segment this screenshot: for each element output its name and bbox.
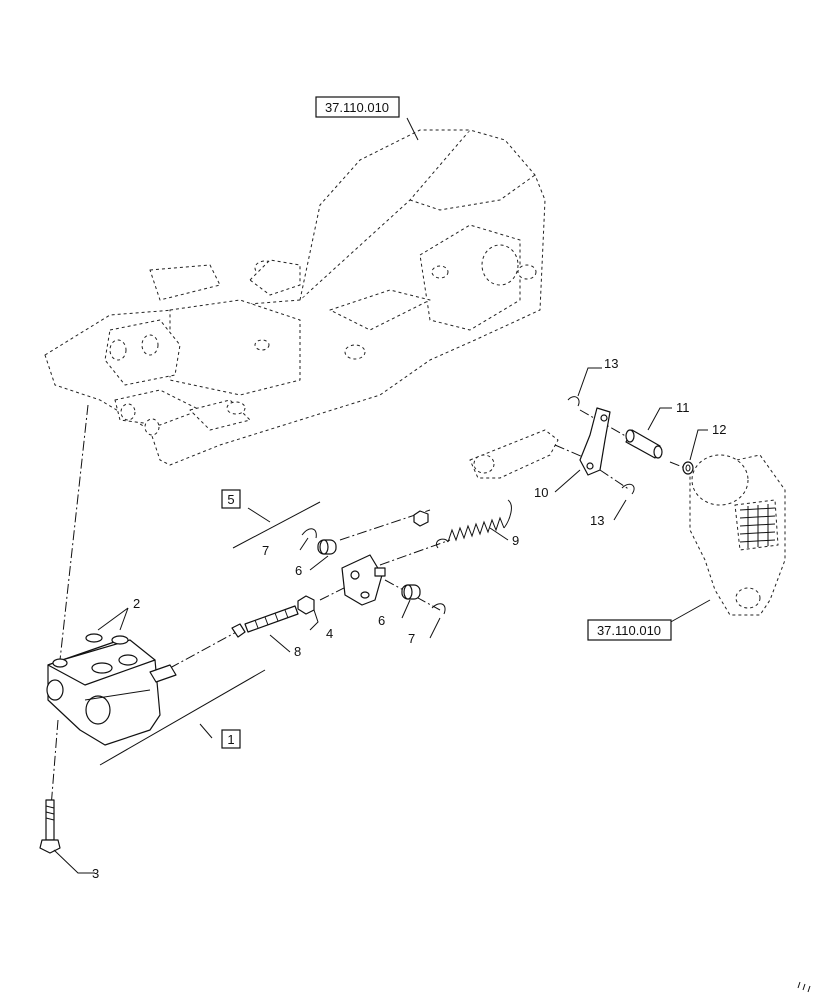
clip <box>567 396 580 407</box>
callout-5: 5 <box>227 492 234 507</box>
o-ring <box>85 633 103 643</box>
callout-6a: 6 <box>295 563 302 578</box>
ref-box-right <box>587 619 672 641</box>
spring <box>436 499 512 549</box>
linkage-eye <box>473 454 495 474</box>
bushing <box>317 539 337 555</box>
bolt <box>39 799 61 854</box>
bracket <box>579 407 611 476</box>
callout-7b: 7 <box>408 631 415 646</box>
washer-hole <box>685 464 691 472</box>
clip <box>301 528 317 539</box>
leader-lines <box>53 117 711 874</box>
callout-box-1 <box>221 729 241 749</box>
o-ring <box>111 635 129 645</box>
group-bracket-5 <box>232 501 321 549</box>
callout-11: 11 <box>676 400 690 415</box>
lift-arm-phantom <box>689 454 786 616</box>
callout-8: 8 <box>294 644 301 659</box>
bushing <box>401 584 421 600</box>
ref-label-right: 37.110.010 <box>597 623 661 638</box>
ref-box-top <box>315 96 400 118</box>
bracket-hole <box>586 462 594 470</box>
callout-9: 9 <box>512 533 519 548</box>
clip <box>431 603 446 615</box>
clip <box>621 483 635 495</box>
callout-12: 12 <box>712 422 726 437</box>
small-nut <box>413 510 429 527</box>
lift-housing-phantom <box>44 129 546 466</box>
callout-7a: 7 <box>262 543 269 558</box>
spline-pattern <box>739 504 776 548</box>
callout-1: 1 <box>227 732 234 747</box>
callout-6b: 6 <box>378 613 385 628</box>
callout-box-5 <box>221 489 241 509</box>
corner-mark <box>797 981 811 993</box>
callout-10: 10 <box>534 485 548 500</box>
callout-3: 3 <box>92 866 99 881</box>
pin <box>625 429 663 459</box>
ref-label-top: 37.110.010 <box>325 100 389 115</box>
nut <box>297 595 315 615</box>
valve-body <box>46 639 177 746</box>
callout-4: 4 <box>326 626 333 641</box>
callout-13b: 13 <box>590 513 604 528</box>
bracket-hole <box>600 414 608 422</box>
adjusting-screw <box>231 605 299 638</box>
group-bracket-1 <box>99 669 266 766</box>
callout-13a: 13 <box>604 356 618 371</box>
lever-plate <box>341 554 386 606</box>
callout-2: 2 <box>133 596 140 611</box>
washer <box>682 461 694 475</box>
